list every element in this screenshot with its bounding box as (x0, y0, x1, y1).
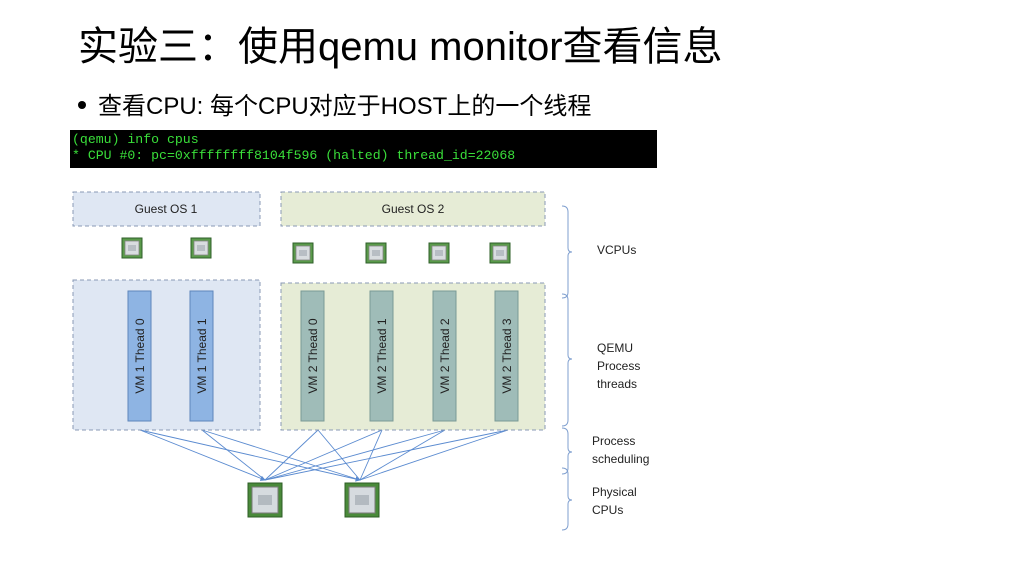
vcpu-chip-icon (365, 242, 387, 264)
terminal-line-1: (qemu) info cpus (72, 132, 199, 147)
bullet-dot-icon (78, 100, 86, 109)
physical-cpus (247, 482, 380, 518)
vm2-thread-0: VM 2 Thead 0 (300, 290, 325, 422)
layer-brackets (561, 205, 573, 531)
scheduling-label-line-1: Process (592, 434, 635, 448)
physical-label-line-1: Physical (592, 485, 637, 499)
vm2-thread-0-label: VM 2 Thead 0 (306, 318, 320, 393)
bullet-text: 查看CPU: 每个CPU对应于HOST上的一个线程 (98, 93, 592, 120)
vm2-thread-3-label: VM 2 Thead 3 (500, 318, 514, 393)
vcpu-chip-icon (489, 242, 511, 264)
terminal-output: (qemu) info cpus* CPU #0: pc=0xffffffff8… (70, 130, 657, 168)
qemu-label-line-3: threads (597, 377, 637, 391)
guest-os-1-label: Guest OS 1 (135, 202, 198, 216)
vcpu-chips (121, 237, 511, 264)
bullet-point: 查看CPU: 每个CPU对应于HOST上的一个线程 (78, 92, 591, 122)
vm2-thread-3: VM 2 Thead 3 (494, 290, 519, 422)
scheduling-label-line-2: scheduling (592, 452, 649, 466)
vm1-process-box (72, 279, 261, 431)
physical-cpu-icon (344, 482, 380, 518)
terminal-line-2: * CPU #0: pc=0xffffffff8104f596 (halted)… (72, 148, 516, 163)
vcpu-chip-icon (292, 242, 314, 264)
physical-label-line-2: CPUs (592, 503, 623, 517)
vm2-thread-1: VM 2 Thead 1 (369, 290, 394, 422)
vcpu-chip-icon (428, 242, 450, 264)
vcpus-label: VCPUs (597, 243, 636, 257)
vcpu-chip-icon (190, 237, 212, 259)
guest-os-1-box: Guest OS 1 (72, 191, 261, 227)
qemu-label-line-1: QEMU (597, 341, 633, 355)
vcpu-chip-icon (121, 237, 143, 259)
guest-os-2-label: Guest OS 2 (382, 202, 445, 216)
guest-os-2-box: Guest OS 2 (280, 191, 546, 227)
vm1-thread-0: VM 1 Thead 0 (127, 290, 152, 422)
vm1-thread-1-label: VM 1 Thead 1 (195, 318, 209, 393)
slide-title: 实验三：使用qemu monitor查看信息 (78, 25, 723, 69)
vm2-thread-2: VM 2 Thead 2 (432, 290, 457, 422)
physical-cpu-icon (247, 482, 283, 518)
scheduling-lines (139, 429, 509, 482)
qemu-label-line-2: Process (597, 359, 640, 373)
vm2-thread-1-label: VM 2 Thead 1 (375, 318, 389, 393)
vm1-thread-0-label: VM 1 Thead 0 (133, 318, 147, 393)
vm2-thread-2-label: VM 2 Thead 2 (438, 318, 452, 393)
vm1-thread-1: VM 1 Thead 1 (189, 290, 214, 422)
